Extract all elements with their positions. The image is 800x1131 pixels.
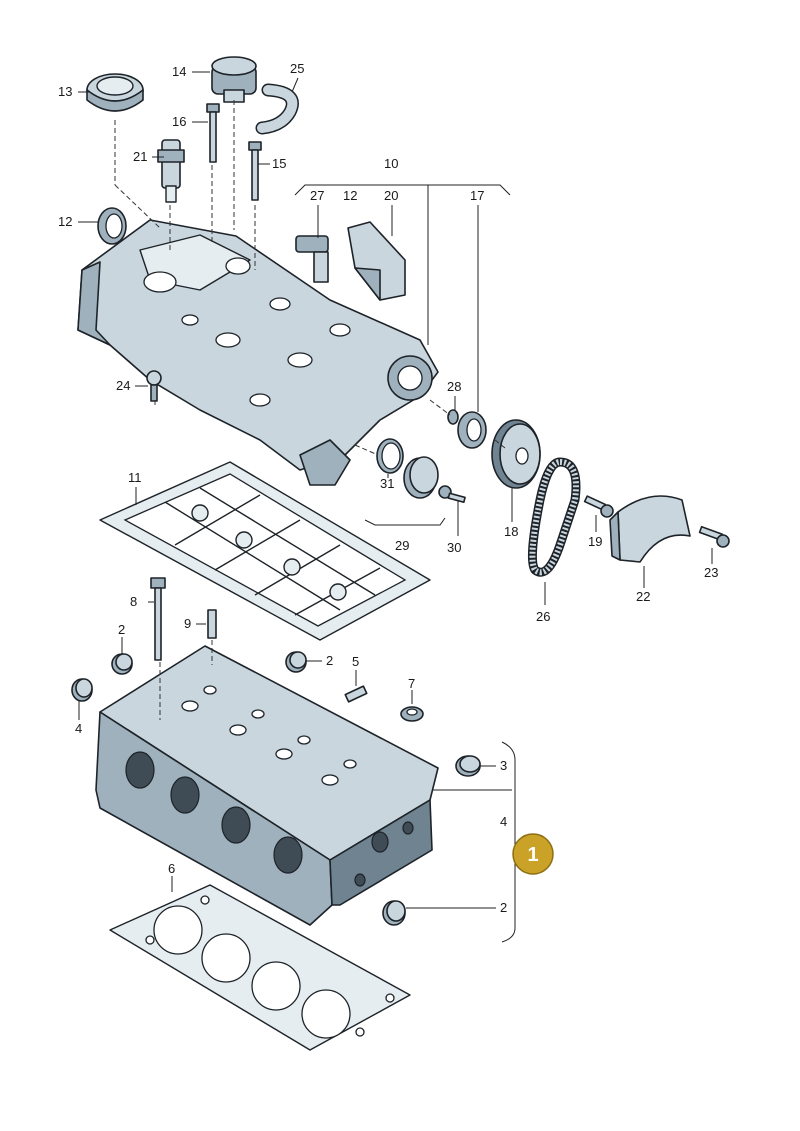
pin-24 bbox=[146, 370, 162, 402]
callout-24: 24 bbox=[116, 378, 130, 393]
head-gasket-6 bbox=[109, 884, 411, 1051]
callout-4-left: 4 bbox=[75, 721, 82, 736]
plug-4-left bbox=[71, 678, 93, 702]
callout-13: 13 bbox=[58, 84, 72, 99]
bolt-8 bbox=[150, 577, 166, 661]
cap-29 bbox=[403, 456, 439, 499]
seal-7 bbox=[400, 706, 424, 722]
callout-11: 11 bbox=[128, 470, 142, 485]
breather-valve bbox=[211, 56, 257, 103]
o-ring-28 bbox=[447, 409, 459, 425]
bolt-19 bbox=[583, 495, 614, 518]
timing-belt-26 bbox=[527, 457, 581, 577]
oil-filler-cap bbox=[86, 73, 144, 112]
breather-hose bbox=[255, 83, 299, 135]
callout-25: 25 bbox=[290, 61, 304, 76]
callout-28: 28 bbox=[447, 379, 461, 394]
plug-2-bottom bbox=[382, 900, 406, 926]
highlight-badge-1[interactable]: 1 bbox=[512, 833, 554, 875]
callout-17: 17 bbox=[470, 188, 484, 203]
callout-31: 31 bbox=[380, 476, 394, 491]
callout-18: 18 bbox=[504, 524, 518, 539]
callout-14: 14 bbox=[172, 64, 186, 79]
callout-23: 23 bbox=[704, 565, 718, 580]
plug-2-top-right bbox=[285, 651, 307, 673]
bolt-16 bbox=[206, 103, 220, 163]
plug-3 bbox=[455, 755, 481, 777]
callout-7: 7 bbox=[408, 676, 415, 691]
ignition-module-20 bbox=[347, 221, 406, 301]
camshaft-sprocket-18 bbox=[491, 419, 541, 489]
seal-17 bbox=[457, 411, 487, 449]
callout-12-top: 12 bbox=[343, 188, 357, 203]
dashed-assembly-lines bbox=[114, 100, 506, 720]
callout-30: 30 bbox=[447, 540, 461, 555]
cylinder-head-1 bbox=[95, 645, 439, 926]
callout-19: 19 bbox=[588, 534, 602, 549]
callout-2-top-right: 2 bbox=[326, 653, 333, 668]
bolt-15 bbox=[248, 141, 262, 201]
callout-6: 6 bbox=[168, 861, 175, 876]
callout-2-bottom: 2 bbox=[500, 900, 507, 915]
callout-8: 8 bbox=[130, 594, 137, 609]
bolt-23 bbox=[698, 525, 730, 548]
callout-4-right: 4 bbox=[500, 814, 507, 829]
callout-29: 29 bbox=[395, 538, 409, 553]
callout-12-left: 12 bbox=[58, 214, 72, 229]
callout-21: 21 bbox=[133, 149, 147, 164]
callout-3: 3 bbox=[500, 758, 507, 773]
badge-label: 1 bbox=[527, 844, 538, 866]
callout-5: 5 bbox=[352, 654, 359, 669]
callout-15: 15 bbox=[272, 156, 286, 171]
callout-10: 10 bbox=[384, 156, 398, 171]
callout-22: 22 bbox=[636, 589, 650, 604]
callout-2-top-left: 2 bbox=[118, 622, 125, 637]
seal-12-left bbox=[97, 207, 127, 245]
temp-sensor-27 bbox=[295, 235, 329, 283]
callout-26: 26 bbox=[536, 609, 550, 624]
seal-ring-31 bbox=[376, 438, 404, 474]
callout-16: 16 bbox=[172, 114, 186, 129]
bolt-30 bbox=[438, 485, 466, 504]
camshaft-sensor-21 bbox=[157, 139, 185, 203]
callout-labels: 13 14 25 16 15 21 10 27 12 20 17 12 24 2… bbox=[58, 61, 718, 915]
valve-cover-housing bbox=[77, 219, 439, 486]
belt-cover-22 bbox=[609, 495, 691, 563]
callout-27: 27 bbox=[310, 188, 324, 203]
stud-9 bbox=[207, 609, 217, 639]
pin-5 bbox=[344, 685, 368, 703]
valve-cover-gasket-11 bbox=[99, 461, 431, 641]
plug-2-top-left bbox=[111, 653, 133, 675]
callout-9: 9 bbox=[184, 616, 191, 631]
callout-20: 20 bbox=[384, 188, 398, 203]
